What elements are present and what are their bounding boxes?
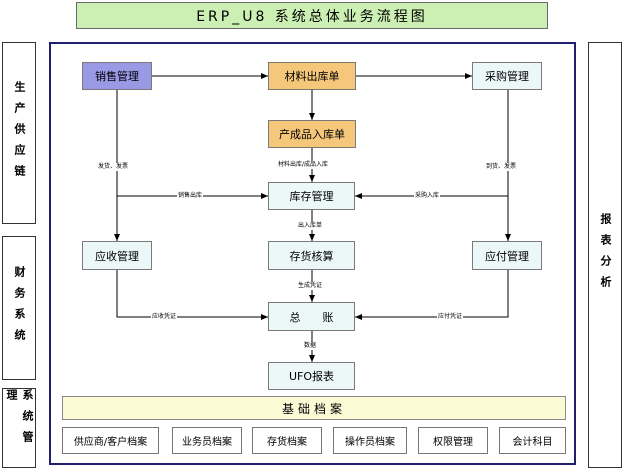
main-frame (49, 42, 576, 465)
node-ufo-report[interactable]: UFO报表 (268, 362, 355, 390)
label-inout-doc: 出入库单 (297, 222, 324, 230)
node-material-out[interactable]: 材料出库单 (268, 62, 356, 90)
node-product-in[interactable]: 产成品入库单 (268, 120, 356, 148)
label-receivable-voucher: 应收凭证 (151, 313, 178, 321)
node-payable[interactable]: 应付管理 (472, 241, 542, 270)
node-sales[interactable]: 销售管理 (82, 62, 152, 90)
label-material-product-in: 材料出库/成品入库 (277, 161, 330, 169)
edge-payable-ledger (355, 270, 509, 320)
side-report-analysis: 报表分析 (588, 42, 622, 468)
archive-stock[interactable]: 存货档案 (252, 427, 322, 454)
archive-accounting-subjects[interactable]: 会计科目 (499, 427, 566, 454)
node-receivable[interactable]: 应收管理 (82, 241, 152, 270)
side-system-admin: 系统管理 (2, 388, 36, 468)
label-sales-to-receivable: 发货、发票 (97, 163, 130, 171)
node-ledger[interactable]: 总 账 (268, 302, 355, 331)
archive-operator[interactable]: 操作员档案 (333, 427, 407, 454)
node-inventory[interactable]: 库存管理 (268, 182, 355, 210)
side-finance: 财务系统 (2, 236, 36, 380)
base-archives-title: 基础档案 (62, 396, 566, 420)
label-purchase-in: 采购入库 (414, 192, 441, 200)
node-stock-accounting[interactable]: 存货核算 (268, 241, 355, 270)
archive-permissions[interactable]: 权限管理 (418, 427, 488, 454)
label-payable-voucher: 应付凭证 (437, 313, 464, 321)
label-data: 数据 (303, 342, 318, 350)
label-sales-out: 销售出库 (177, 192, 204, 200)
page-title: ERP_U8 系统总体业务流程图 (76, 2, 548, 29)
label-purchase-to-payable: 到货、发票 (485, 163, 518, 171)
side-supply-chain: 生产供应链 (2, 42, 36, 224)
label-gen-voucher: 生成凭证 (297, 282, 324, 290)
archive-supplier-customer[interactable]: 供应商/客户档案 (62, 427, 159, 454)
node-purchase[interactable]: 采购管理 (472, 62, 542, 90)
archive-salesperson[interactable]: 业务员档案 (172, 427, 242, 454)
edge-receivable-ledger (116, 270, 268, 320)
